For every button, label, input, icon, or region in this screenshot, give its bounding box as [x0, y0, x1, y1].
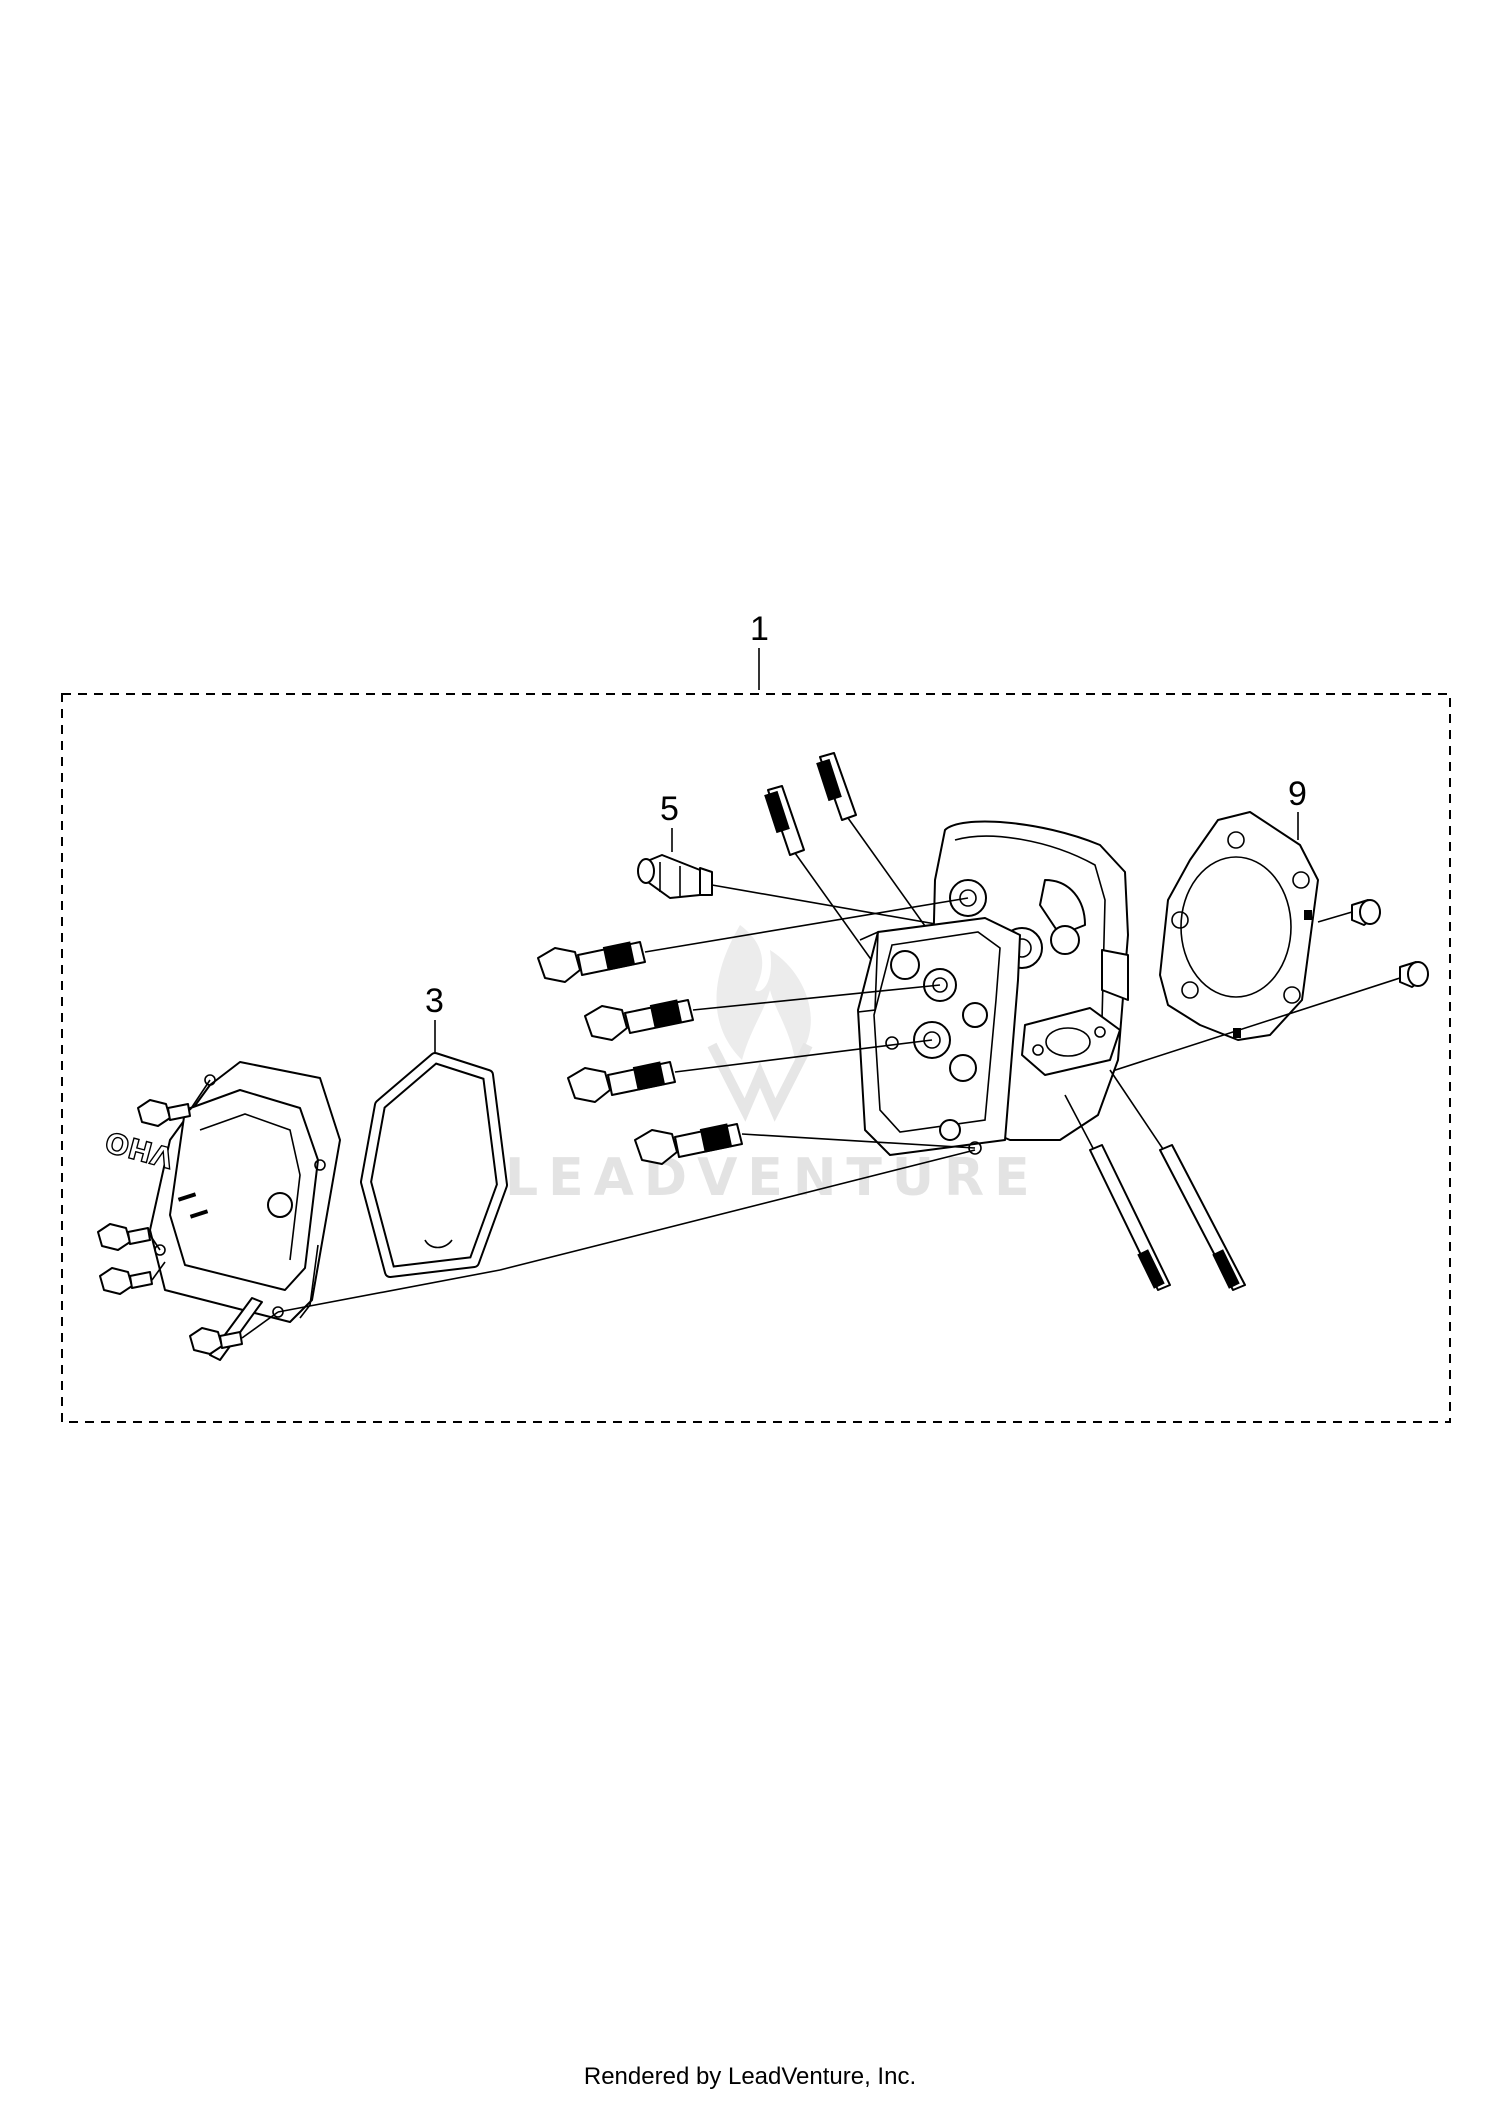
- rocker-cover-gasket: [360, 1052, 508, 1278]
- stud-upper-left: [764, 785, 901, 1001]
- cover-mark: OHV: [102, 1125, 177, 1175]
- cylinder-head: [857, 820, 1129, 1156]
- kit-boundary: [61, 693, 1451, 1423]
- dowel-pin-upper: [1351, 899, 1381, 926]
- cover-bolt-2: [97, 1223, 151, 1251]
- footer-credit: Rendered by LeadVenture, Inc.: [583, 2063, 917, 2090]
- callout-3: 3: [425, 982, 444, 1020]
- cover-bolt-3: [99, 1267, 153, 1295]
- cylinder-head-gasket: [1159, 811, 1319, 1041]
- breather-valve: [637, 854, 713, 899]
- watermark-text: LEADVENTURE: [505, 1148, 1040, 1208]
- cover-bolt-1: [137, 1099, 191, 1127]
- callout-5: 5: [660, 790, 679, 828]
- dowel-pin-lower: [1399, 961, 1429, 988]
- cover-bolt-4: [189, 1327, 243, 1355]
- head-bolt-3: [567, 1061, 676, 1103]
- stud-upper-right: [816, 752, 936, 941]
- head-bolt-1: [537, 941, 646, 983]
- stud-lower-right: [1109, 1069, 1246, 1291]
- head-bolt-4: [634, 1123, 743, 1165]
- stud-lower-left: [1064, 1094, 1171, 1291]
- callout-9: 9: [1288, 775, 1307, 813]
- head-bolt-2: [584, 999, 694, 1041]
- callout-1: 1: [750, 610, 769, 648]
